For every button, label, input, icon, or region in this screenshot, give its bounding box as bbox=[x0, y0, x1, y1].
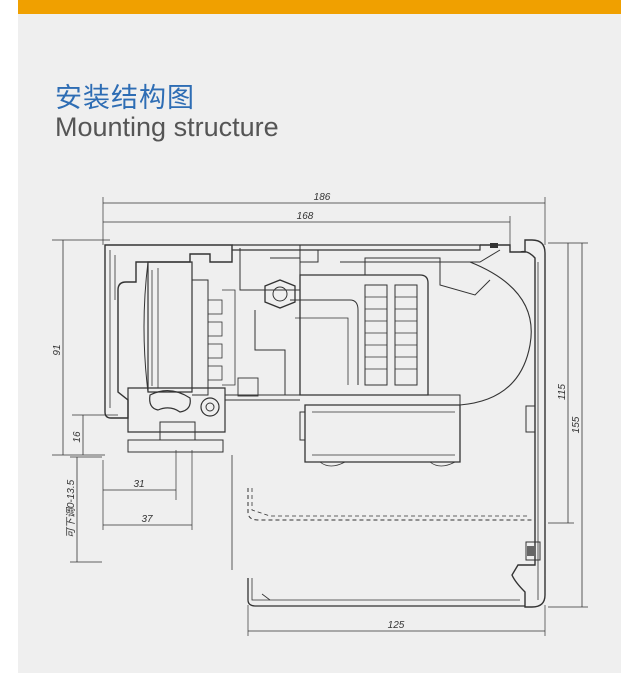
dim-31: 31 bbox=[133, 479, 144, 490]
dim-91: 91 bbox=[52, 344, 63, 355]
dim-37: 37 bbox=[141, 514, 153, 525]
dim-115: 115 bbox=[557, 384, 568, 400]
section-title-cn: 安装结构图 bbox=[55, 83, 195, 114]
dim-16: 16 bbox=[72, 431, 83, 443]
section-title-en: Mounting structure bbox=[55, 112, 279, 142]
dim-adjust-range: 可下调0-13.5 bbox=[65, 479, 77, 538]
dim-168: 168 bbox=[297, 211, 314, 222]
dim-155: 155 bbox=[571, 416, 582, 433]
dim-186: 186 bbox=[314, 192, 331, 203]
dim-125: 125 bbox=[388, 620, 405, 631]
accent-bar bbox=[18, 0, 621, 14]
